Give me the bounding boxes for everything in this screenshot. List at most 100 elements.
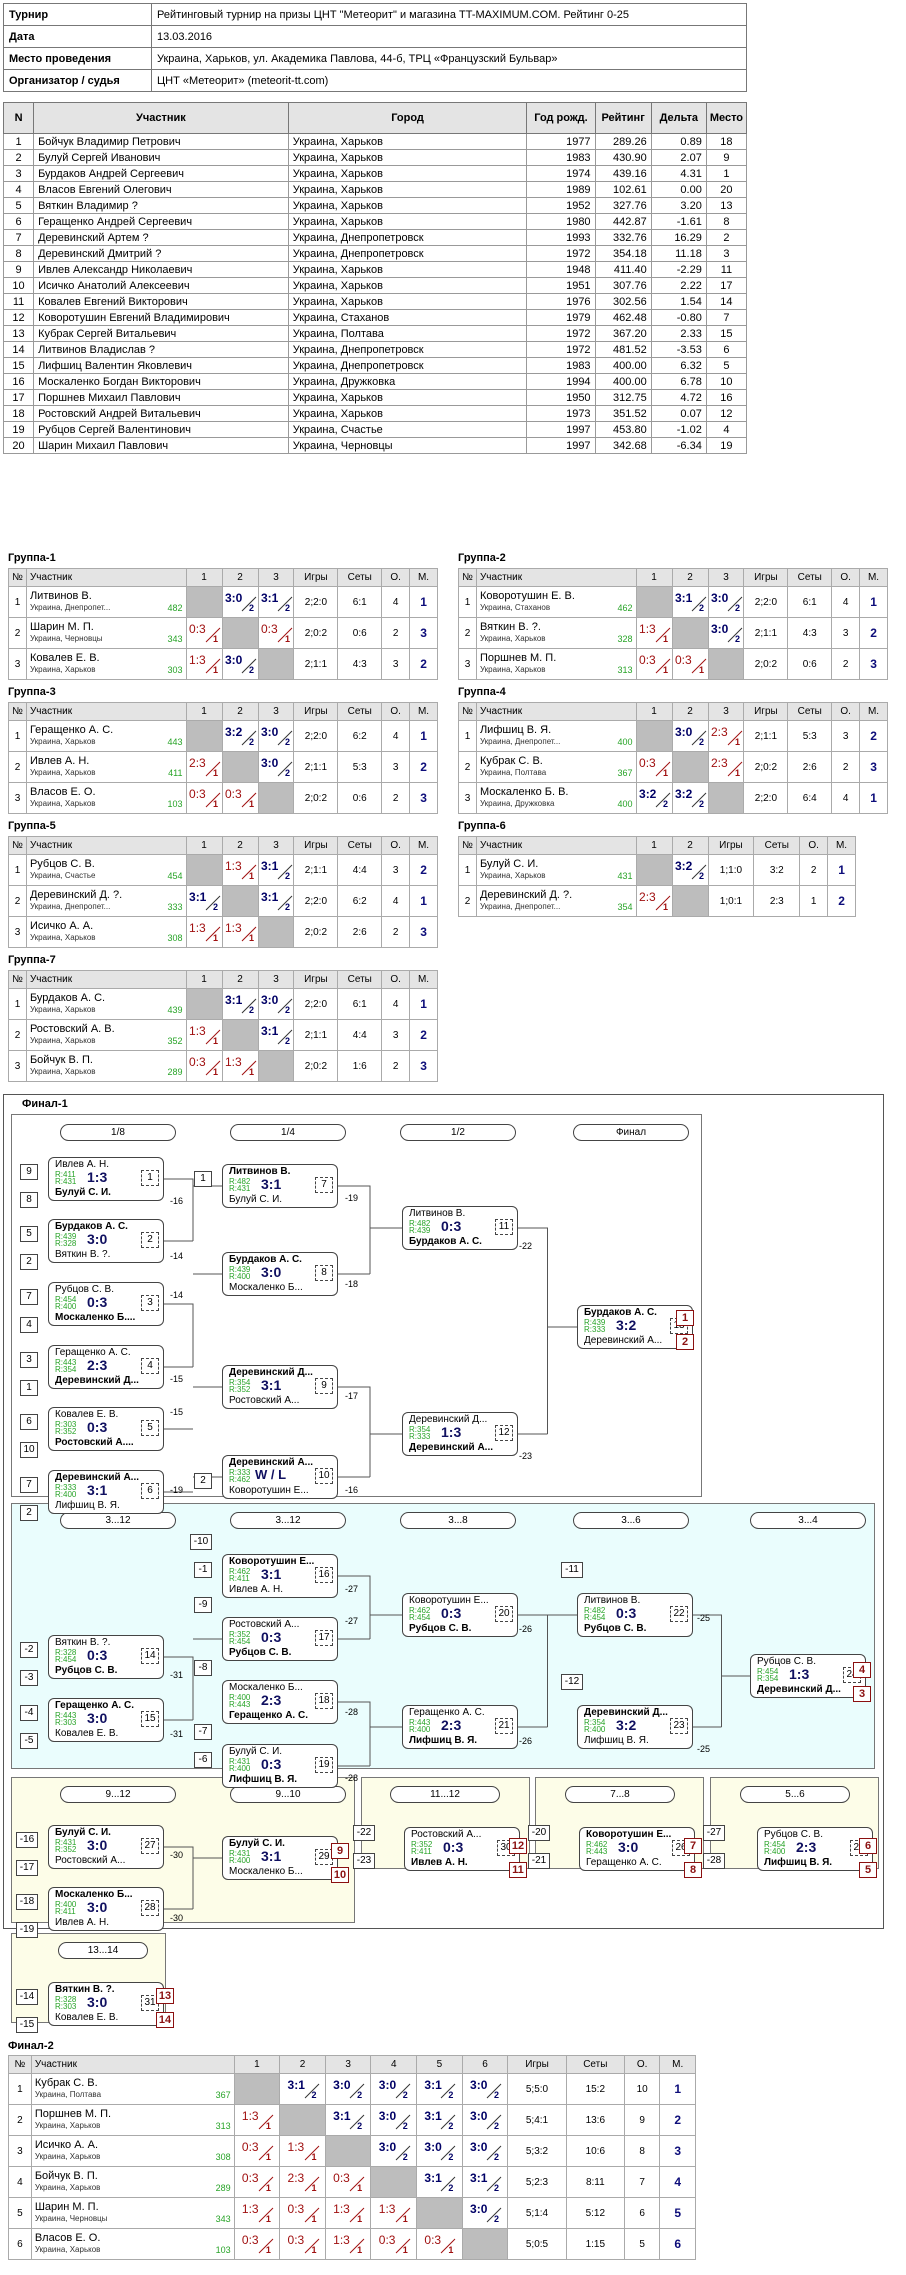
seed-number: -14 (16, 1989, 38, 2005)
score-points: 2 (698, 736, 704, 747)
match-player-b: Деревинский Д... (55, 1375, 139, 1386)
slash-mark (349, 2207, 365, 2222)
group-header-cell: № (8, 970, 27, 989)
player-cell: 327.76 (594, 197, 652, 214)
sets-cell: 4:3 (337, 648, 383, 680)
score-points: 1 (248, 932, 254, 943)
seed-number: -23 (353, 1853, 375, 1869)
score-points: 1 (248, 870, 254, 881)
score-value: 3:2 (639, 786, 657, 801)
match-player-b: Деревинский А... (584, 1335, 663, 1346)
group-header-cell: Сеты (337, 970, 383, 989)
score-points: 1 (213, 767, 219, 778)
final-place: 8 (684, 1862, 702, 1878)
row-number: 1 (8, 854, 27, 886)
participant-name: Деревинский Д. ?. (29, 889, 123, 901)
games-cell: 2;1:1 (293, 751, 339, 783)
player-cell: -0.80 (650, 309, 707, 326)
diagonal-cell (671, 617, 709, 649)
place-cell: 6 (659, 2228, 696, 2260)
seed-number: -10 (190, 1534, 212, 1550)
player-cell: 17 (2, 389, 35, 406)
row-number: 5 (8, 2197, 32, 2229)
player-cell: Лифшиц Валентин Яковлевич (33, 357, 289, 374)
match-score: 3:1 (261, 1176, 282, 1192)
participant-city: Украина, Днепропет... (479, 902, 561, 911)
row-number: 3 (8, 2135, 32, 2167)
place-value: 3 (870, 760, 877, 774)
match-rating-a: R:443 (55, 1711, 77, 1720)
diagonal-cell (635, 720, 673, 752)
score-value: 1:3 (225, 858, 242, 873)
round-header: 9...12 (60, 1786, 176, 1803)
score-points: 1 (663, 633, 669, 644)
player-cell: 1994 (526, 373, 596, 390)
games-cell: 2;0:2 (293, 916, 339, 948)
row-number: 3 (8, 1050, 27, 1082)
points-cell: 2 (381, 916, 411, 948)
slash-mark (304, 2145, 319, 2160)
player-cell: 11 (705, 261, 748, 278)
match-rating-a: R:454 (757, 1667, 779, 1676)
final-place: 2 (676, 1334, 694, 1350)
match-score: 3:0 (87, 1899, 108, 1915)
score-value: 3:0 (470, 2077, 488, 2092)
slash-mark (241, 596, 257, 611)
round-header: 7...8 (565, 1786, 675, 1803)
games-cell: 2;0:2 (293, 782, 339, 814)
row-number: 3 (458, 648, 477, 680)
score-points: 1 (311, 2213, 317, 2224)
match-player-a: Рубцов С. В. (764, 1829, 824, 1840)
seed-number: -18 (16, 1894, 38, 1910)
match-player-a: Деревинский Д... (584, 1707, 668, 1718)
score-value: 1:3 (189, 1023, 206, 1038)
row-number: 2 (8, 885, 27, 917)
group-header-cell: 2 (221, 702, 259, 721)
slash-mark (727, 627, 743, 642)
diagonal-cell (185, 988, 223, 1020)
score-points: 1 (357, 2213, 363, 2224)
score-points: 1 (213, 798, 219, 809)
score-value: 3:0 (470, 2108, 488, 2123)
participant-name: Ивлев А. Н. (29, 755, 90, 767)
points-cell: 5 (623, 2228, 661, 2260)
sets-cell: 5:12 (565, 2197, 625, 2229)
group-header-cell: 2 (671, 836, 709, 855)
player-cell: 9 (705, 149, 748, 166)
place-cell: 2 (659, 2104, 696, 2136)
participant-city: Украина, Харьков (29, 737, 96, 746)
player-cell: Украина, Харьков (287, 213, 528, 230)
player-cell: 20 (705, 181, 748, 198)
players-header-cell: Дельта (650, 102, 707, 134)
participant-city: Украина, Днепропет... (29, 603, 111, 612)
participant-city: Украина, Харьков (29, 768, 96, 777)
games-cell: 2;2:0 (293, 586, 339, 618)
participant-rating: 103 (215, 2245, 231, 2255)
loser-destination: -16 (345, 1485, 359, 1495)
slash-mark (349, 2114, 365, 2129)
player-cell: Исичко Анатолий Алексеевич (33, 277, 289, 294)
seed-number: 7 (20, 1477, 38, 1493)
